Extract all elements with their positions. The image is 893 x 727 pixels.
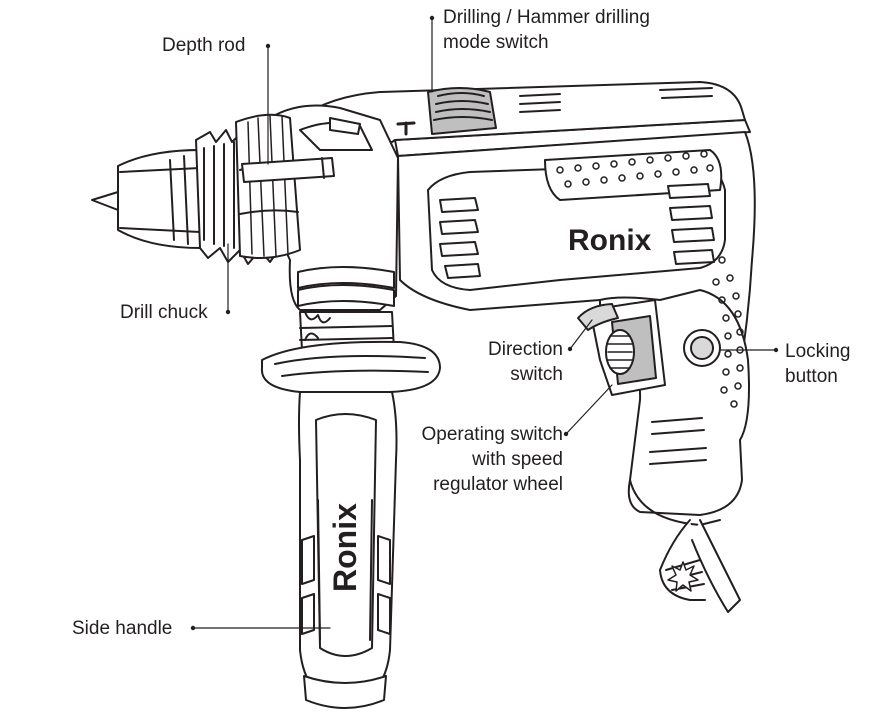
- label-mode-switch-line2: mode switch: [443, 32, 549, 53]
- label-direction-switch-line2: switch: [510, 364, 563, 385]
- label-operating-switch-line1: Operating switch: [421, 424, 563, 445]
- leader-direction-switch: [569, 319, 593, 350]
- side-handle-drawing: Ronix: [260, 340, 441, 709]
- label-depth-rod: Depth rod: [162, 35, 246, 56]
- label-direction-switch: Direction switch: [464, 337, 563, 387]
- label-locking-button-line1: Locking: [785, 341, 851, 362]
- leader-operating-switch: [565, 384, 613, 435]
- handle-logo: Ronix: [327, 503, 363, 592]
- label-direction-switch-line1: Direction: [488, 339, 563, 360]
- label-mode-switch-line1: Drilling / Hammer drilling: [443, 7, 650, 28]
- leader-lines: [190, 15, 779, 631]
- grip-dots: [556, 150, 714, 188]
- pistol-grip: [577, 256, 750, 613]
- label-drill-chuck: Drill chuck: [120, 302, 208, 323]
- label-locking-button-line2: button: [785, 366, 838, 387]
- label-operating-switch-line2: with speed: [472, 449, 563, 470]
- label-operating-switch: Operating switch with speed regulator wh…: [390, 422, 563, 497]
- body-logo: Ronix: [568, 224, 652, 257]
- label-locking-button: Locking button: [785, 339, 851, 389]
- gear-neck: [269, 104, 399, 351]
- drill-body: Ronix: [299, 81, 756, 421]
- label-mode-switch: Drilling / Hammer drilling mode switch: [443, 5, 650, 55]
- drill-chuck-drawing: [91, 113, 301, 265]
- direction-switch: [577, 303, 619, 331]
- label-operating-switch-line3: regulator wheel: [433, 474, 563, 495]
- label-side-handle: Side handle: [72, 618, 173, 639]
- depth-rod: [241, 157, 335, 183]
